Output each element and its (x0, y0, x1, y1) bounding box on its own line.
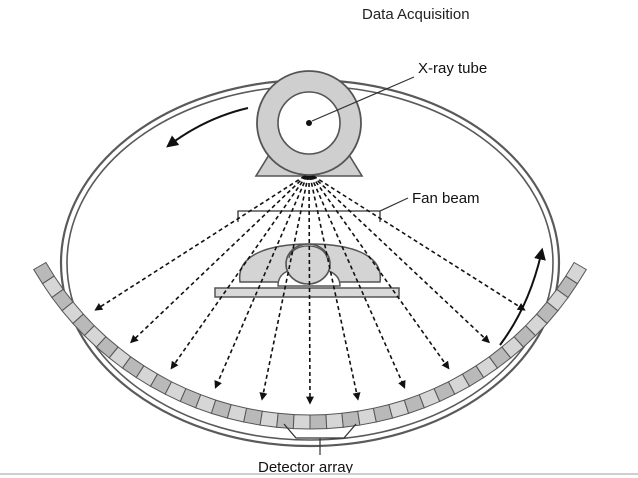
detector-cell (565, 261, 587, 285)
patient (239, 243, 381, 287)
focal-spot (306, 120, 312, 126)
detector-cell (259, 410, 279, 428)
rotation-arrow-right (499, 247, 546, 346)
patient-hair (288, 245, 328, 259)
page-title: Data Acquisition (362, 6, 470, 23)
xray-beam-ray (309, 175, 361, 401)
detector-array-label: Detector array (258, 459, 354, 476)
fan-beam-rays (94, 175, 526, 405)
patient-table (214, 287, 400, 298)
xray-beam-ray (310, 175, 406, 389)
detector-array (33, 261, 587, 430)
detector-cell (325, 412, 344, 430)
xray-beam-ray (312, 175, 490, 344)
xray-tube (254, 70, 364, 177)
xray-beam-ray (259, 175, 309, 401)
fan-beam-bracket (237, 210, 381, 222)
detector-cell (292, 414, 311, 430)
detector-cell (309, 414, 328, 430)
detector-cell (243, 407, 263, 426)
patient-head (285, 243, 331, 285)
detector-cell (226, 404, 248, 423)
detector-cell (341, 410, 361, 428)
footer-rule (0, 473, 638, 475)
xray-tube-leader-line (311, 76, 415, 122)
fan-beam-leader-line (379, 197, 409, 212)
xray-beam-ray (214, 175, 308, 389)
fan-beam-label: Fan beam (412, 190, 480, 207)
xray-beam-ray (94, 175, 306, 311)
xray-beam-ray (311, 175, 450, 370)
xray-beam-ray (130, 175, 306, 344)
xray-tube-label: X-ray tube (418, 60, 487, 77)
rotation-arrow-left (166, 107, 249, 148)
xray-beam-ray (305, 175, 314, 405)
